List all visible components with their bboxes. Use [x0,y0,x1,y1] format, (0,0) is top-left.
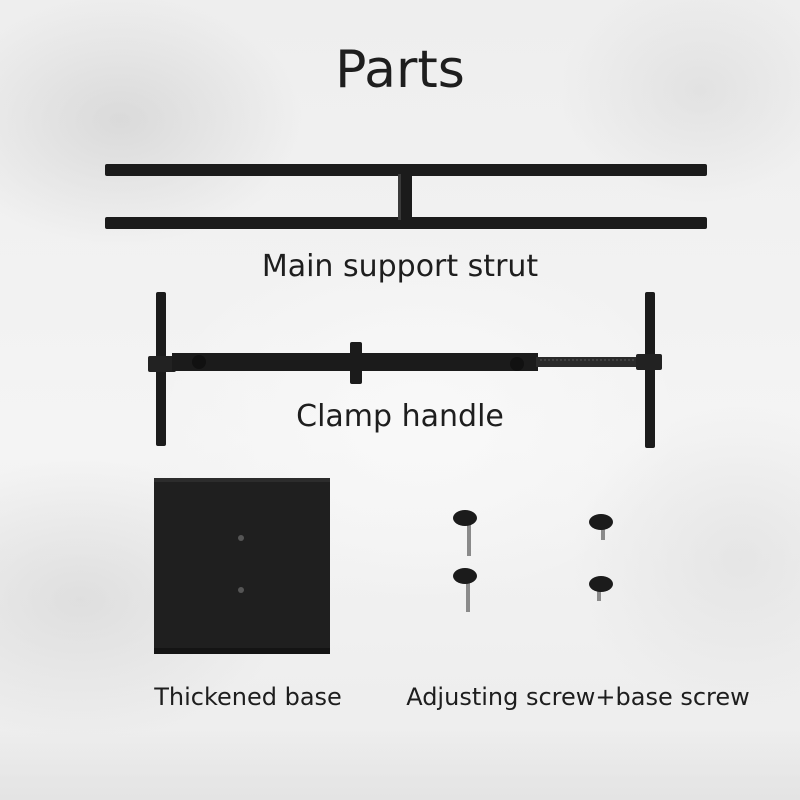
floor-shadow [0,730,800,800]
base-hole-top-icon [238,535,244,541]
screw-shaft [467,524,471,556]
screw-long-2 [453,568,477,612]
strut-top-bar [105,164,707,176]
clamp-handle-label: Clamp handle [296,399,504,434]
strut-connector [398,174,412,220]
screw-shaft [601,528,605,540]
clamp-handle [148,292,662,448]
clamp-slide-rail [536,357,660,367]
main-support-strut-label: Main support strut [261,249,539,284]
clamp-right-knob-icon [510,357,524,371]
page-title: Parts [335,40,465,100]
thickened-base [154,478,330,654]
base-bottom-edge [154,648,330,654]
base-plate [154,478,330,654]
screw-short-2 [589,576,613,601]
screw-knob-icon [589,514,613,530]
clamp-left-knob-icon [192,355,206,369]
base-hole-bottom-icon [238,587,244,593]
adjusting-screw-label: Adjusting screw+base screw [406,683,750,711]
strut-bottom-bar [105,217,707,229]
screw-knob-icon [453,510,477,526]
clamp-right-sleeve [636,354,662,370]
screw-short-1 [589,514,613,540]
screw-knob-icon [453,568,477,584]
strut-connector-highlight [398,174,401,220]
screw-knob-icon [589,576,613,592]
thickened-base-label: Thickened base [154,683,342,711]
screw-shaft [466,582,470,612]
screw-long-1 [453,510,477,556]
screw-shaft [597,589,601,601]
main-support-strut [105,164,707,229]
base-top-edge [154,478,330,482]
clamp-center-block [350,342,362,384]
clamp-left-sleeve [148,356,176,372]
